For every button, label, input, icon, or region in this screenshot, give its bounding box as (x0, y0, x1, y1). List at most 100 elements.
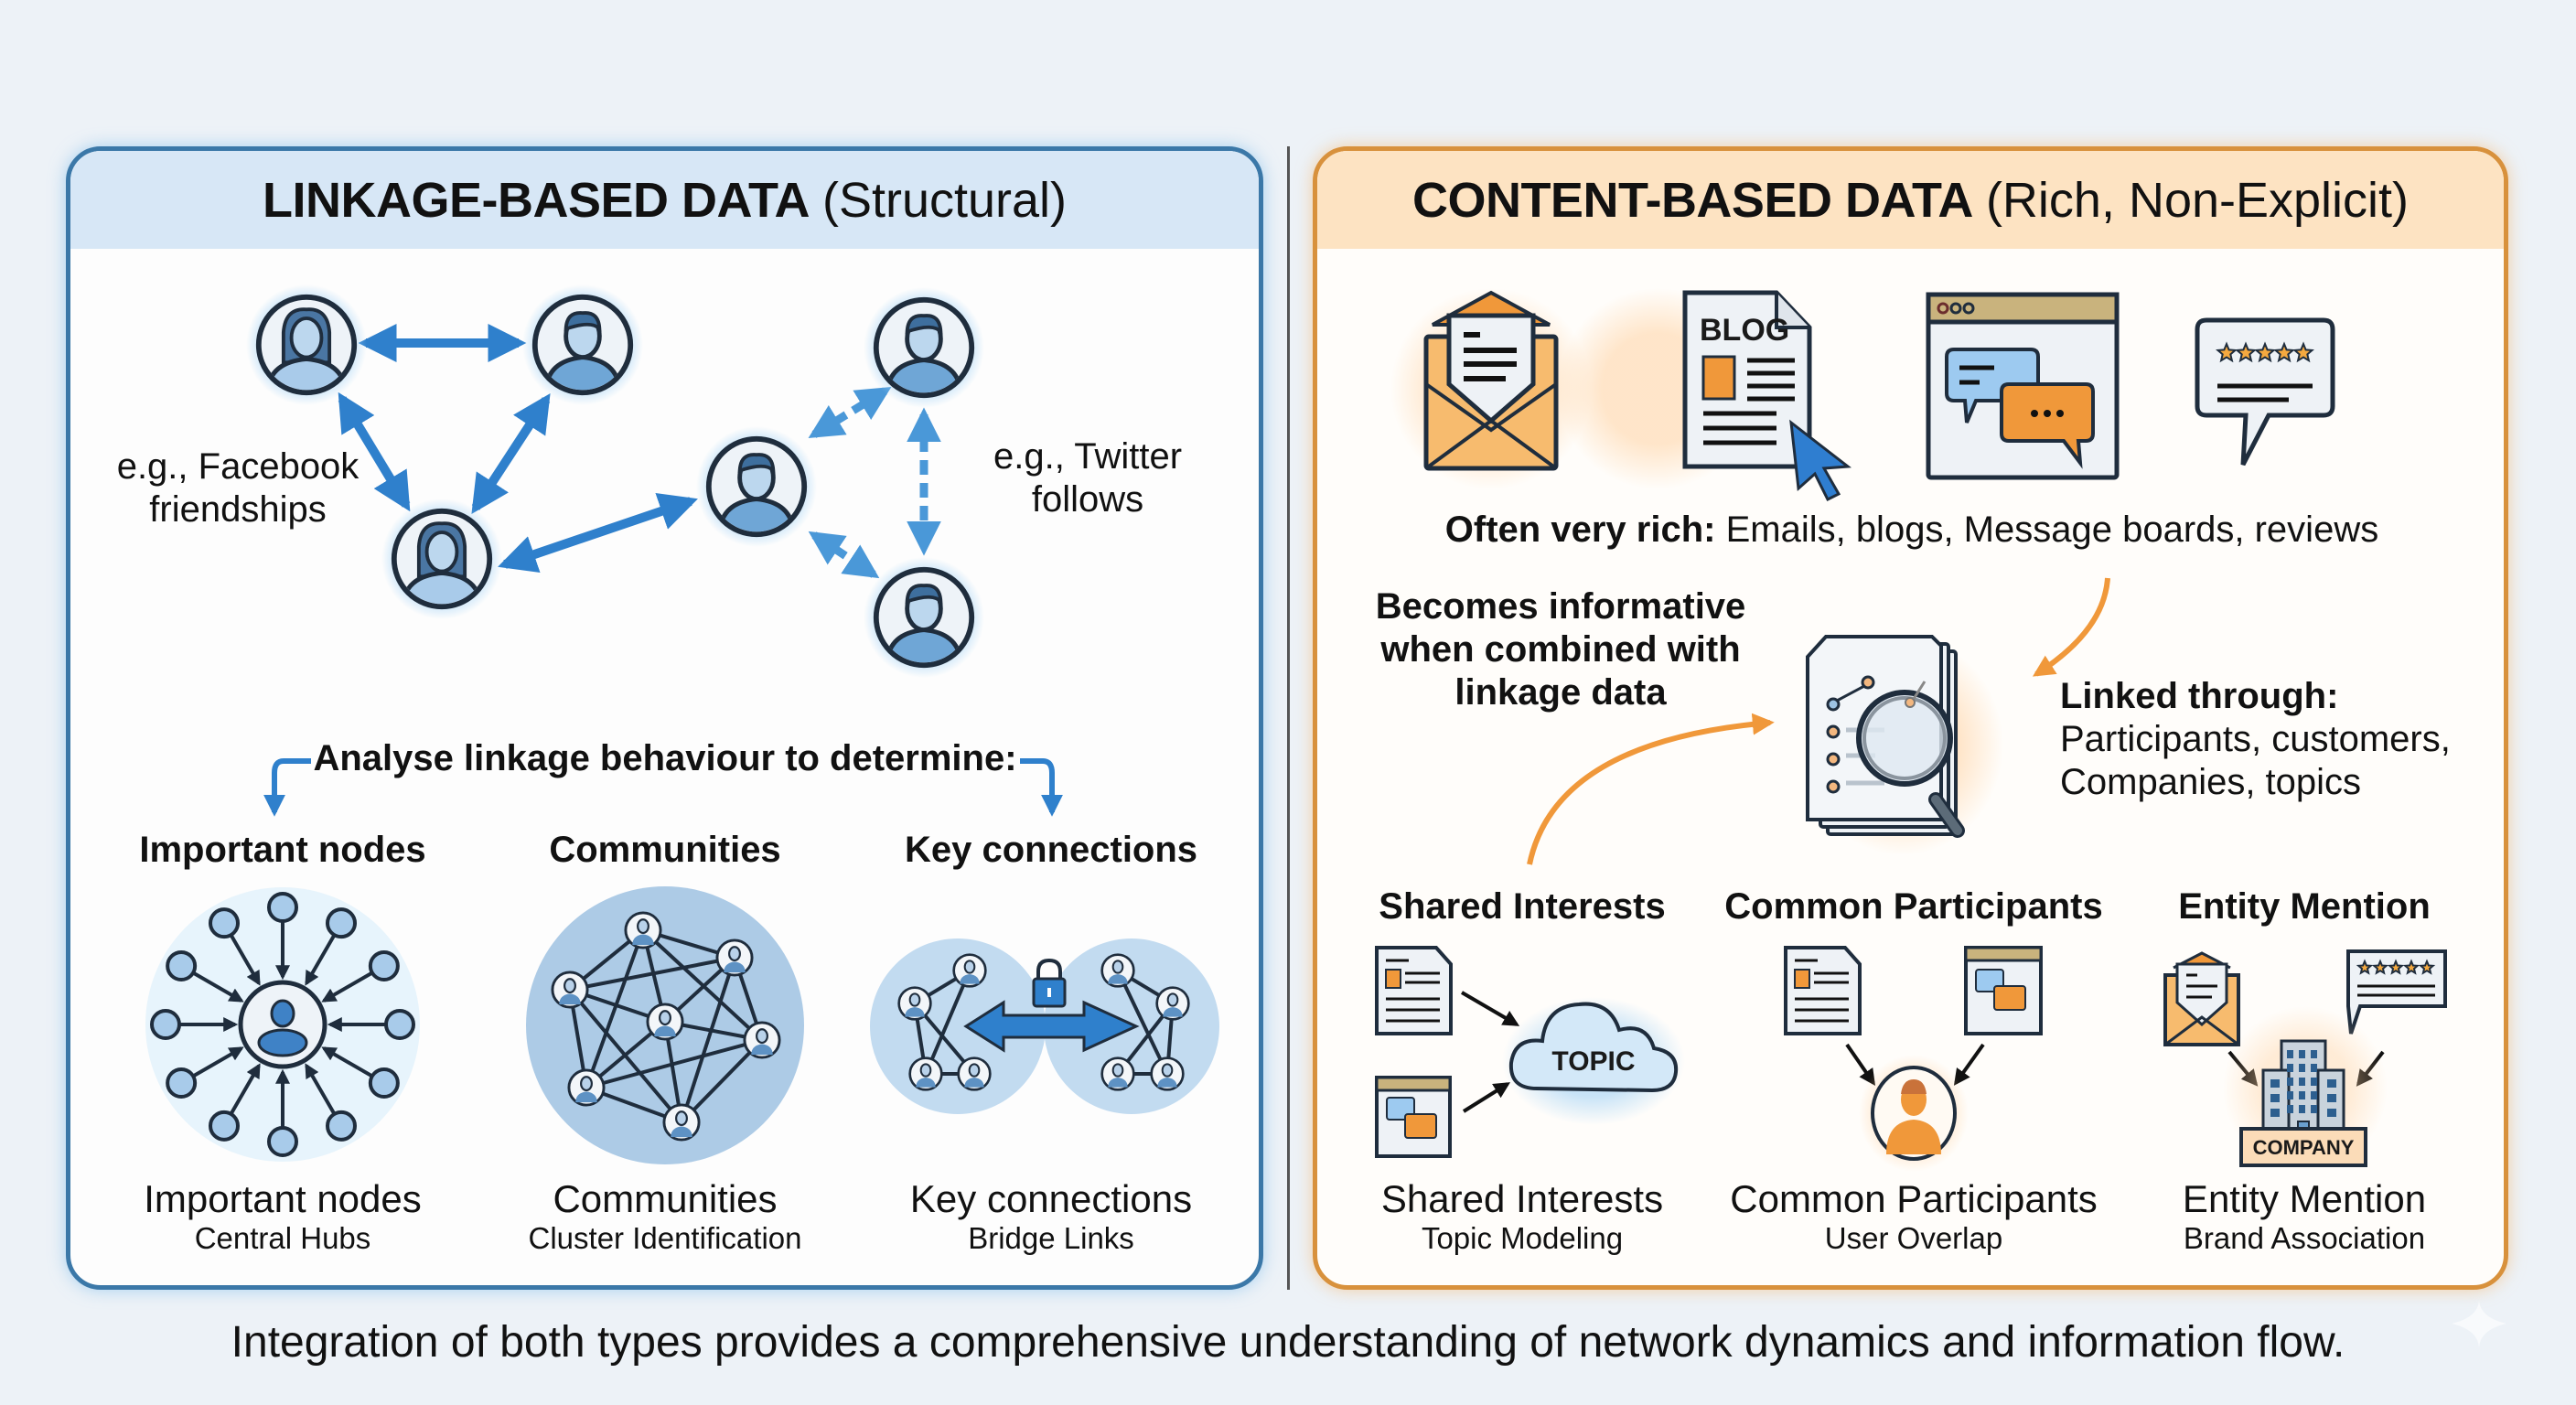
community-edge (585, 1038, 763, 1089)
method-sublabel: User Overlap (1824, 1221, 2003, 1255)
message-board-icon (1375, 1076, 1452, 1158)
bridge-link-icon (870, 938, 1219, 1114)
arrow (1953, 1043, 1985, 1086)
rich-label-bold: Often very rich: (1444, 509, 1716, 550)
hub-edge (230, 1063, 261, 1114)
text-line: when combined with (1380, 629, 1741, 670)
hub-edge (305, 1063, 336, 1114)
outcome-sublabel: Cluster Identification (528, 1221, 802, 1255)
community-edge (680, 1038, 764, 1124)
blog-badge: BLOG (1700, 313, 1789, 348)
hub-edge (230, 935, 261, 986)
footer-summary: Integration of both types provides a com… (231, 1318, 2345, 1367)
becomes-informative-label: Becomes informative when combined with l… (1376, 585, 1746, 715)
common-participants-diagram (1784, 946, 2043, 1172)
outcome-label: Important nodes (144, 1177, 422, 1220)
email-icon (1390, 288, 1592, 489)
cluster-edge (1116, 970, 1169, 1075)
message-board-icon (1926, 292, 2120, 480)
star-icon (2402, 959, 2420, 975)
cursor-icon (1789, 419, 1852, 502)
hub-network-icon (145, 887, 420, 1162)
follow-edge (808, 531, 880, 579)
satellite-node (150, 1009, 181, 1040)
document-icon (1375, 946, 1453, 1035)
linked-through-block: Linked through: Participants, customers,… (2060, 675, 2451, 805)
star-icon (2371, 959, 2389, 975)
magnifier-lens (1856, 690, 1953, 787)
curved-arrow-icon (263, 758, 311, 817)
star-icon (2418, 959, 2436, 975)
linked-through-item: Participants, customers, (2060, 719, 2451, 760)
satellite-node (267, 1126, 298, 1157)
blog-document: BLOG (1682, 290, 1852, 502)
outcome-sublabel: Central Hubs (194, 1221, 371, 1255)
arrow (1460, 991, 1520, 1026)
content-subtitle: (Rich, Non-Explicit) (1985, 172, 2410, 228)
satellite-node (368, 950, 400, 981)
star-icon (2273, 341, 2295, 363)
outcome-heading: Key connections (904, 830, 1198, 870)
satellite-node (267, 892, 298, 923)
arrow (1845, 1043, 1876, 1086)
curved-arrow-icon (2032, 577, 2110, 677)
method-heading: Shared Interests (1379, 886, 1666, 927)
review-icon (2195, 317, 2335, 467)
method-heading: Entity Mention (2178, 886, 2431, 927)
hub-edge (305, 935, 336, 986)
outcome-label: Communities (553, 1177, 778, 1220)
satellite-node (166, 1067, 198, 1099)
linkage-subtitle: (Structural) (821, 172, 1068, 228)
twitter-network (696, 287, 984, 678)
satellite-node (368, 1067, 400, 1099)
method-sublabel: Topic Modeling (1421, 1221, 1624, 1255)
topic-cloud-icon: TOPIC (1502, 997, 1685, 1125)
review-icon (2346, 949, 2447, 1035)
satellite-node (209, 907, 240, 939)
hub-edge (193, 971, 244, 1003)
sparkle-icon (2452, 1299, 2506, 1349)
text-line: Becomes informative (1375, 586, 1746, 627)
content-panel-header: CONTENT-BASED DATA (Rich, Non-Explicit) (1317, 151, 2504, 249)
community-edge (585, 929, 645, 1089)
satellite-node (384, 1009, 415, 1040)
rich-label-rest: Emails, blogs, Message boards, reviews (1715, 509, 2379, 550)
community-edge (569, 956, 735, 992)
satellite-node (326, 1110, 357, 1142)
analyse-heading: Analyse linkage behaviour to determine: (313, 738, 1017, 778)
star-icon (2254, 341, 2276, 363)
community-edge (680, 957, 736, 1123)
rich-sources-label: Often very rich: Emails, blogs, Message … (1445, 509, 2378, 552)
company-building-icon: COMPANY (2223, 1006, 2388, 1171)
star-icon (2387, 959, 2405, 975)
hub-edge (193, 1046, 244, 1078)
participant-user-icon (1859, 1055, 1969, 1172)
topic-badge: TOPIC (1551, 1046, 1635, 1077)
twitter-example-label: e.g., Twitter follows (993, 435, 1182, 521)
follow-edge (808, 387, 892, 438)
bridge-arrow (963, 1000, 1140, 1053)
friendship-edge (471, 392, 551, 515)
hub-edge (321, 1046, 372, 1078)
friendship-edge (338, 391, 411, 512)
curved-arrow-icon (1527, 713, 1775, 865)
star-icon (2235, 341, 2257, 363)
example-line: e.g., Twitter (993, 436, 1183, 477)
panel-divider (1287, 146, 1290, 1290)
facebook-network (246, 284, 698, 619)
outcome-heading: Important nodes (139, 830, 426, 870)
text-line: linkage data (1454, 672, 1667, 713)
hub-edge (321, 971, 372, 1003)
method-heading: Common Participants (1724, 886, 2103, 927)
cluster-edge (924, 970, 971, 1075)
company-badge: COMPANY (2253, 1136, 2355, 1159)
curved-arrow-icon (1020, 758, 1063, 817)
content-title: CONTENT-BASED DATA (1411, 172, 1973, 228)
star-icon (2356, 959, 2374, 975)
lock-icon (1032, 958, 1067, 1008)
friendship-edge (498, 492, 698, 574)
method-label: Entity Mention (2182, 1177, 2427, 1220)
document-icon (1784, 946, 1862, 1035)
